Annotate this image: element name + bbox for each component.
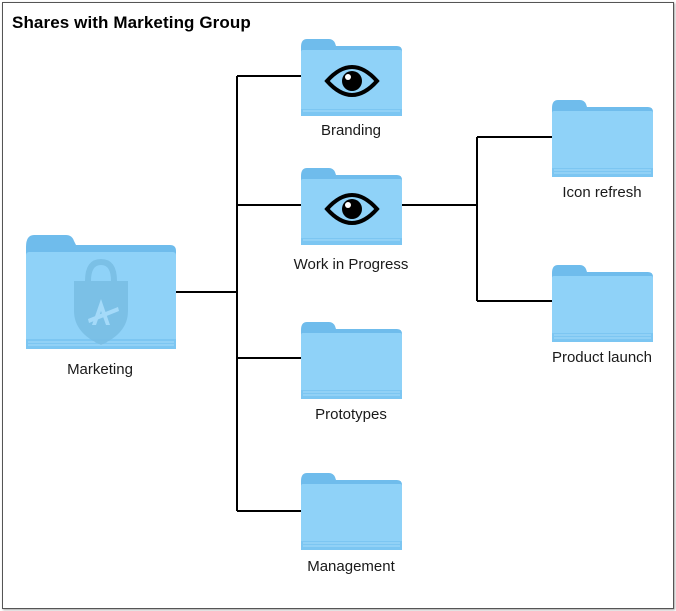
diagram-title: Shares with Marketing Group — [12, 13, 251, 32]
lock-icon — [74, 259, 128, 345]
folder-marketing[interactable] — [26, 233, 176, 351]
folder-label-work-in-progress: Work in Progress — [293, 256, 409, 273]
folder-product-launch[interactable] — [552, 263, 653, 343]
folder-label-branding: Branding — [320, 122, 382, 139]
eye-icon — [324, 65, 380, 97]
folder-icon-refresh[interactable] — [552, 98, 653, 178]
eye-icon — [324, 193, 380, 225]
folder-work-in-progress[interactable] — [301, 166, 402, 246]
folder-label-marketing: Marketing — [67, 361, 133, 378]
folder-prototypes[interactable] — [301, 320, 402, 400]
folder-label-icon-refresh: Icon refresh — [562, 184, 642, 201]
folder-label-product-launch: Product launch — [551, 349, 653, 366]
folder-label-prototypes: Prototypes — [315, 406, 387, 423]
folder-label-management: Management — [307, 558, 395, 575]
folder-management[interactable] — [301, 471, 402, 551]
folder-branding[interactable] — [301, 37, 402, 117]
